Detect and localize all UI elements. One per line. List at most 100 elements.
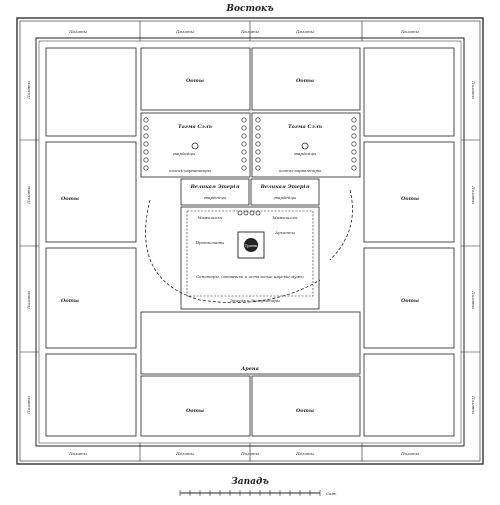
hall-left	[140, 112, 251, 178]
block-label-top-left: Ооты	[186, 78, 204, 84]
band-label-left-2: Палаты	[26, 186, 31, 205]
band-label-top-3: Палаты	[240, 29, 259, 34]
hall-column-circle	[241, 117, 247, 123]
block-top-right	[251, 47, 361, 111]
palace-arc-label: Этерія и Экскувиторы	[230, 298, 280, 303]
block-left-3	[45, 247, 137, 349]
hall-column-circle	[255, 141, 261, 147]
hall-column-circle	[143, 117, 149, 123]
hall-right-sub-label: поэты-карвантиры	[279, 168, 322, 173]
palace-bottom-label: Сенаторы, сановники и остальные царскіе …	[196, 274, 304, 279]
compass-east-label: Востокъ	[225, 4, 274, 14]
compass-west-label: Западъ	[231, 477, 269, 487]
vestibule-right	[250, 178, 320, 206]
hall-column-circle	[241, 141, 247, 147]
block-label-left-2: Ооты	[61, 196, 79, 202]
block-bottom-left	[140, 375, 251, 437]
band-label-right-2: Палаты	[471, 185, 476, 204]
arena-label: Арена	[240, 366, 259, 372]
hall-column-circle	[255, 133, 261, 139]
vestibule-right-title: Великая Этерія	[260, 184, 310, 190]
block-left-1	[45, 47, 137, 137]
block-right-2	[363, 141, 455, 243]
palace-seat-circle	[237, 210, 243, 216]
vestibule-right-sub: гвардейцы	[274, 195, 297, 200]
palace-seat-circle	[243, 210, 249, 216]
hall-column-circle	[351, 149, 357, 155]
hall-column-circle	[143, 133, 149, 139]
hall-column-circle	[351, 157, 357, 163]
outer-wall	[16, 17, 484, 465]
hall-left-center-label: гвардейцы	[173, 151, 196, 156]
hall-left-seat-icon	[191, 142, 199, 150]
throne-label: Тронъ	[245, 243, 258, 248]
palace-label-left-2: Протоспаты	[195, 240, 225, 245]
block-right-3	[363, 247, 455, 349]
hall-right-center-label: гвардейцы	[294, 151, 317, 156]
throne-enclosure	[237, 231, 265, 259]
outer-band-dividers	[20, 21, 480, 461]
block-left-4	[45, 353, 137, 437]
hall-column-circle	[241, 125, 247, 131]
band-label-left-1: Палаты	[26, 81, 31, 100]
procession-arc	[145, 199, 321, 303]
band-label-bottom-5: Палаты	[400, 451, 419, 456]
vestibule-left-title: Великая Этерія	[190, 184, 240, 190]
block-right-4	[363, 353, 455, 437]
scale-bar: Саж.	[179, 490, 337, 496]
band-label-left-3: Палаты	[26, 291, 31, 310]
palace-seat-circle	[249, 210, 255, 216]
hall-column-circle	[143, 149, 149, 155]
hall-column-circle	[241, 149, 247, 155]
hall-left-column-circles	[143, 117, 247, 171]
block-label-top-right: Ооты	[296, 78, 314, 84]
band-label-left-4: Палаты	[26, 396, 31, 415]
block-label-bottom-left: Ооты	[186, 408, 204, 414]
band-label-bottom-1: Палаты	[68, 451, 87, 456]
band-label-top-2: Палаты	[175, 29, 194, 34]
band-label-right-3: Палаты	[471, 290, 476, 309]
block-bottom-right	[251, 375, 361, 437]
hall-column-circle	[255, 117, 261, 123]
hall-column-circle	[351, 165, 357, 171]
hall-column-circle	[255, 125, 261, 131]
palace-label-right-2: Архонты	[274, 230, 295, 235]
block-label-right-2: Ооты	[401, 196, 419, 202]
band-label-bottom-2: Палаты	[175, 451, 194, 456]
hall-column-circle	[241, 165, 247, 171]
palace-label-left-1: Мамышалы	[196, 215, 222, 220]
hall-column-circle	[351, 125, 357, 131]
palace-dotted-enclosure	[186, 210, 314, 297]
procession-arc-right	[329, 189, 353, 261]
hall-right-column-circles	[255, 117, 357, 171]
hall-right-seat-icon	[301, 142, 309, 150]
hall-column-circle	[351, 141, 357, 147]
hall-column-circle	[143, 165, 149, 171]
hall-column-circle	[351, 133, 357, 139]
arena-block	[140, 311, 361, 375]
hall-column-circle	[255, 165, 261, 171]
block-right-1	[363, 47, 455, 137]
hall-column-circle	[255, 157, 261, 163]
band-label-top-5: Палаты	[400, 29, 419, 34]
hall-right-title: Тагма Сэлъ	[288, 124, 322, 130]
block-label-right-3: Ооты	[401, 298, 419, 304]
hall-right	[251, 112, 361, 178]
band-label-top-4: Палаты	[295, 29, 314, 34]
block-label-bottom-right: Ооты	[296, 408, 314, 414]
scale-label: Саж.	[326, 491, 337, 496]
hall-column-circle	[351, 117, 357, 123]
hall-left-sub-label: поэтъ-карвантиры	[169, 168, 211, 173]
hall-column-circle	[143, 141, 149, 147]
band-label-bottom-3: Палаты	[240, 451, 259, 456]
hall-column-circle	[255, 149, 261, 155]
hall-column-circle	[241, 157, 247, 163]
band-label-bottom-4: Палаты	[295, 451, 314, 456]
band-label-top-1: Палаты	[68, 29, 87, 34]
throne-icon	[244, 238, 258, 252]
hall-column-circle	[143, 157, 149, 163]
block-top-left	[140, 47, 251, 111]
block-left-2	[45, 141, 137, 243]
